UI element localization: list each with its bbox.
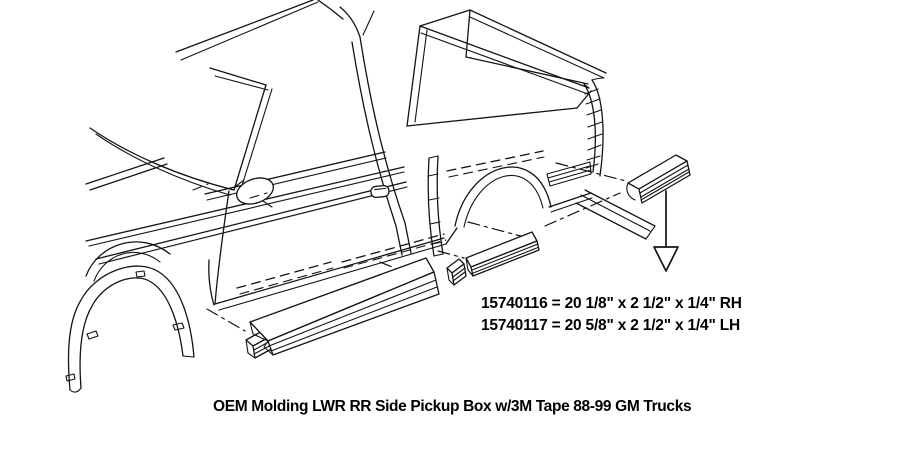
installed-molding-strip [546,161,592,187]
tail-lamp-pillar [583,79,604,177]
truck-cab [175,0,447,311]
door-handle [370,184,390,199]
rocker-molding-long-rear [465,231,540,277]
arrow-head [653,246,679,272]
rocker-molding-long-front [249,257,440,356]
part-number-annotations: 15740116 = 20 1/8" x 2 1/2" x 1/4" RH 15… [481,293,742,337]
pickup-bed [406,9,656,257]
down-arrow-indicator [653,190,679,272]
rear-bumper [575,189,656,240]
truck-front-end [85,127,408,306]
side-mirror [235,177,274,208]
rocker-molding-small-right [446,258,467,286]
part-line-rh: 15740116 = 20 1/8" x 2 1/2" x 1/4" RH [481,295,742,312]
leader-lines [206,162,627,332]
bed-front-vertical-molding [427,155,444,257]
diagram-caption: OEM Molding LWR RR Side Pickup Box w/3M … [213,398,692,415]
rear-box-molding-part [626,154,691,204]
fender-flare-part [65,265,195,393]
part-line-lh: 15740117 = 20 5/8" x 2 1/2" x 1/4" LH [481,317,740,334]
